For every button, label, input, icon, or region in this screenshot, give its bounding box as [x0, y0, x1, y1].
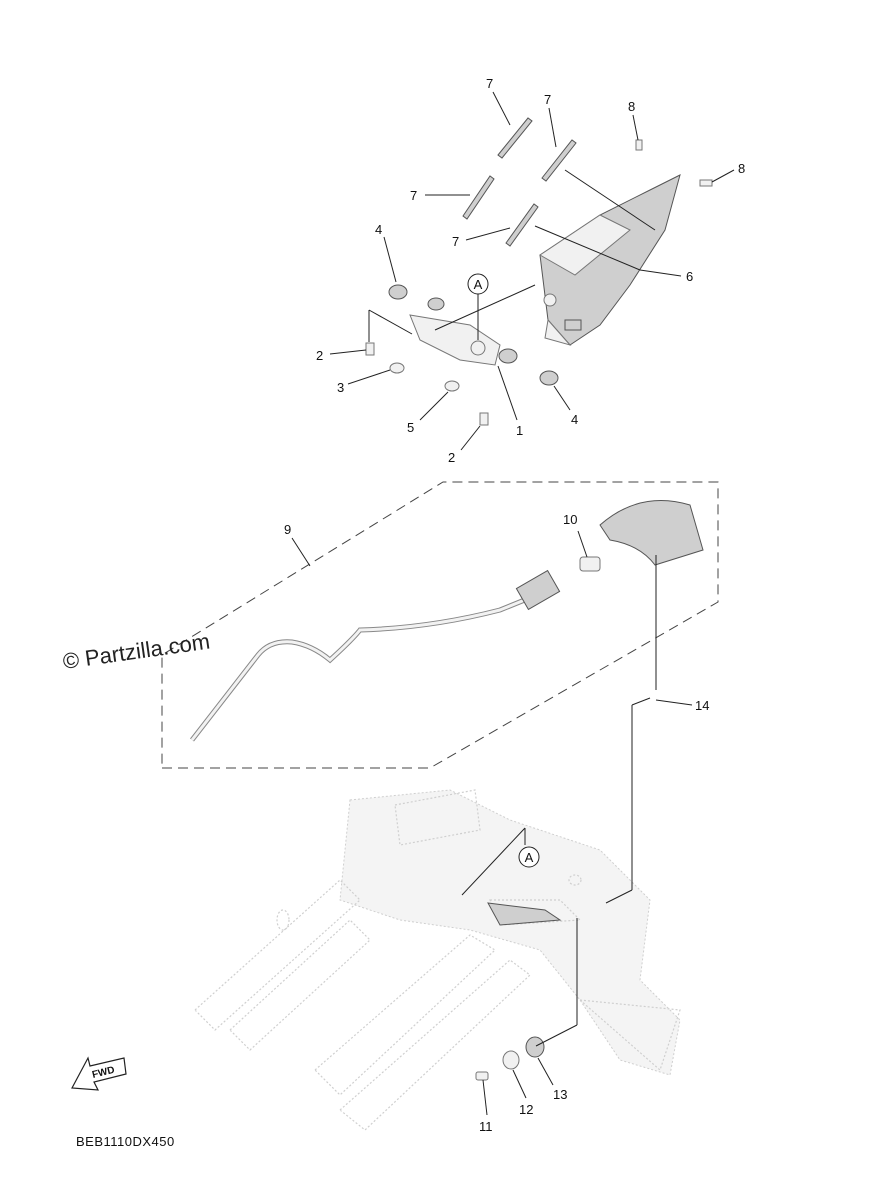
watermark-text: © Partzilla.com [61, 629, 211, 674]
reference-marker-upper: A [467, 273, 489, 295]
grommet-4b [427, 297, 445, 311]
callout-7: 7 [486, 76, 493, 91]
callout-8: 8 [738, 161, 745, 176]
callout-8: 8 [628, 99, 635, 114]
callout-12: 12 [519, 1102, 533, 1117]
reference-marker-lower: A [518, 846, 540, 868]
ecu-unit-part [539, 174, 681, 346]
bolt-2a [365, 342, 375, 356]
lower-leaders [461, 697, 651, 1116]
grommet-4a [388, 284, 408, 300]
bolt-11 [475, 1071, 489, 1081]
rubber-strips [462, 117, 577, 247]
callout-2: 2 [448, 450, 455, 465]
frame-mount [487, 902, 562, 926]
callout-7: 7 [452, 234, 459, 249]
grommet-13 [525, 1036, 545, 1058]
damper-10 [579, 556, 601, 572]
diagram-code: BEB1110DX450 [76, 1134, 175, 1149]
callout-4: 4 [375, 222, 382, 237]
sensor-harness [190, 569, 561, 742]
nut-5 [444, 380, 460, 392]
grommet-4d [539, 370, 559, 386]
lower-parts [475, 902, 562, 1081]
callout-10: 10 [563, 512, 577, 527]
fwd-arrow-icon: FWD [71, 1056, 127, 1091]
ecu-assembly [365, 117, 713, 426]
grommet-4c [498, 348, 518, 364]
strip-7d [505, 203, 539, 247]
bolt-2b [479, 412, 489, 426]
callout-3: 3 [337, 380, 344, 395]
seat-cover-part [599, 500, 704, 566]
callout-7: 7 [544, 92, 551, 107]
frame-ghost [194, 789, 681, 1131]
collar-3 [389, 362, 405, 374]
bracket-part-1 [409, 314, 501, 366]
callout-14: 14 [695, 698, 709, 713]
callout-5: 5 [407, 420, 414, 435]
callout-13: 13 [553, 1087, 567, 1102]
collar-12 [502, 1050, 520, 1070]
reference-marker-label: A [474, 277, 483, 292]
callout-6: 6 [686, 269, 693, 284]
reference-marker-label: A [525, 850, 534, 865]
upper-leaders [329, 91, 735, 451]
strip-7c [462, 175, 495, 220]
bolt-8a [635, 139, 643, 151]
harness-group-box [161, 481, 719, 769]
middle-leaders [291, 530, 693, 706]
harness-connector [515, 569, 561, 611]
strip-7b [541, 139, 577, 182]
bolts-8 [635, 139, 713, 187]
callout-1: 1 [516, 423, 523, 438]
callout-2: 2 [316, 348, 323, 363]
strip-7a [497, 117, 533, 159]
bolt-8b [699, 179, 713, 187]
callout-4: 4 [571, 412, 578, 427]
grommets-4 [388, 284, 559, 386]
callout-9: 9 [284, 522, 291, 537]
fwd-label: FWD [91, 1065, 116, 1081]
callout-labels: 7 7 7 7 8 8 6 4 2 3 5 2 1 4 9 10 14 11 1… [284, 76, 745, 1134]
callout-11: 11 [479, 1119, 493, 1134]
callout-7: 7 [410, 188, 417, 203]
